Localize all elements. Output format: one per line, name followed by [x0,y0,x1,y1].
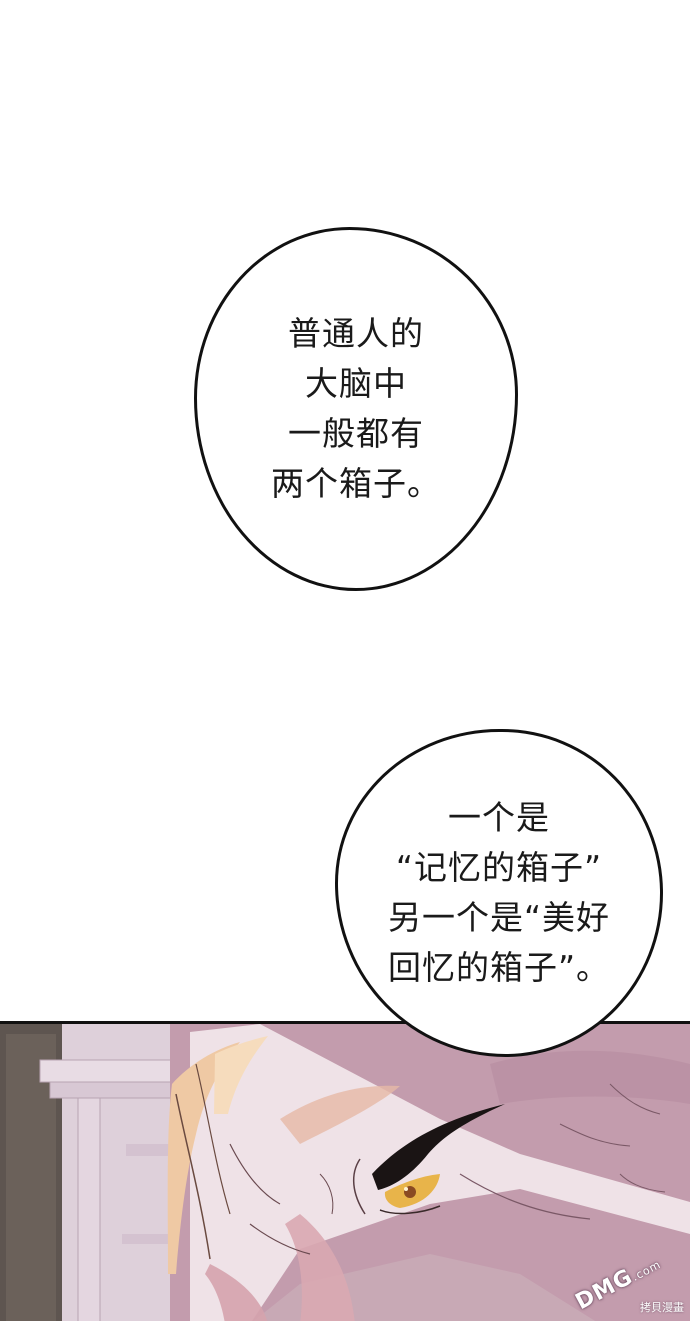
bubble-text-line: 大脑中 [305,364,407,403]
bubble-text-line: “记忆的箱子” [395,848,603,887]
bubble-text-line: 一个是 [448,798,550,837]
watermark: DMG.com 拷貝漫畫 [571,1258,684,1315]
watermark-logo-text: DMG [571,1264,638,1316]
watermark-logo-suffix: .com [629,1257,664,1284]
closeup-eye-illustration [0,1024,690,1321]
speech-bubble-bottom: 一个是 “记忆的箱子” 另一个是“美好 回忆的箱子”。 [335,729,663,1057]
bubble-text-line: 两个箱子。 [271,464,441,503]
illustration-panel [0,1021,690,1321]
bubble-text-line: 另一个是“美好 [387,898,611,937]
speech-bubble-top: 普通人的 大脑中 一般都有 两个箱子。 [194,227,518,591]
bubble-text-line: 一般都有 [288,414,424,453]
bubble-text-line: 普通人的 [288,314,424,353]
watermark-caption: 拷貝漫畫 [640,1301,684,1314]
bubble-text-line: 回忆的箱子”。 [387,948,611,987]
